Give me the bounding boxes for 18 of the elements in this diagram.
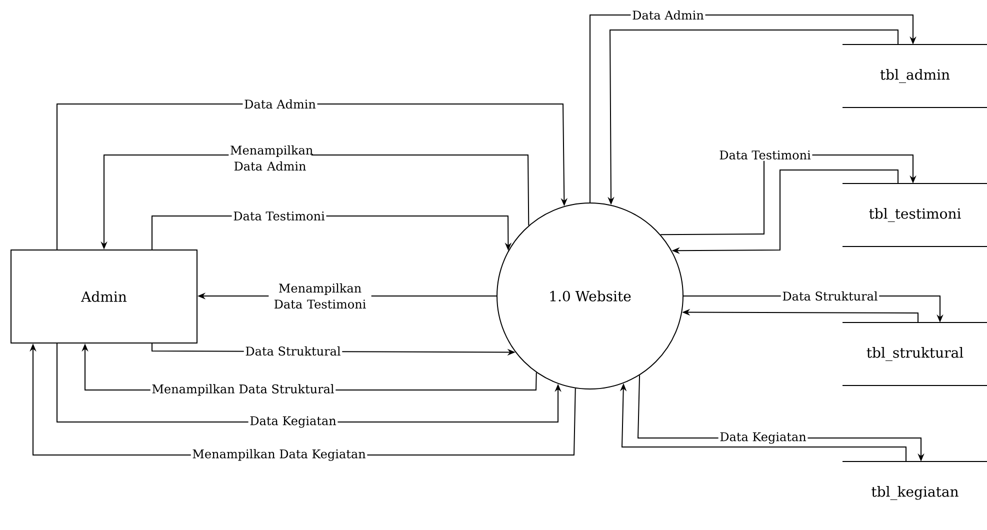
edge-label: Menampilkan Data Struktural <box>150 382 336 398</box>
data-store: tbl_kegiatan <box>842 461 987 500</box>
entity-box: Admin <box>10 250 198 344</box>
edge-label: Menampilkan Data Kegiatan <box>190 448 368 462</box>
edge-label: Data Kegiatan <box>718 430 808 446</box>
edge-label: Menampilkan Data Testimoni <box>268 282 372 310</box>
data-store: tbl_struktural <box>842 322 987 386</box>
edge-label: Menampilkan Data Admin <box>228 144 313 172</box>
data-store: tbl_admin <box>842 44 987 108</box>
edge-label: Data Admin <box>630 9 706 21</box>
edge-label: Data Testimoni <box>232 210 326 222</box>
arrow <box>56 104 568 250</box>
data-store: tbl_testimoni <box>842 183 987 247</box>
edge-label: Data Testimoni <box>718 149 812 161</box>
edge-label: Data Struktural <box>244 345 342 357</box>
edge-label: Data Admin <box>242 98 318 110</box>
edge-label: Data Struktural <box>780 290 880 302</box>
edge-label: Data Kegiatan <box>248 414 338 430</box>
